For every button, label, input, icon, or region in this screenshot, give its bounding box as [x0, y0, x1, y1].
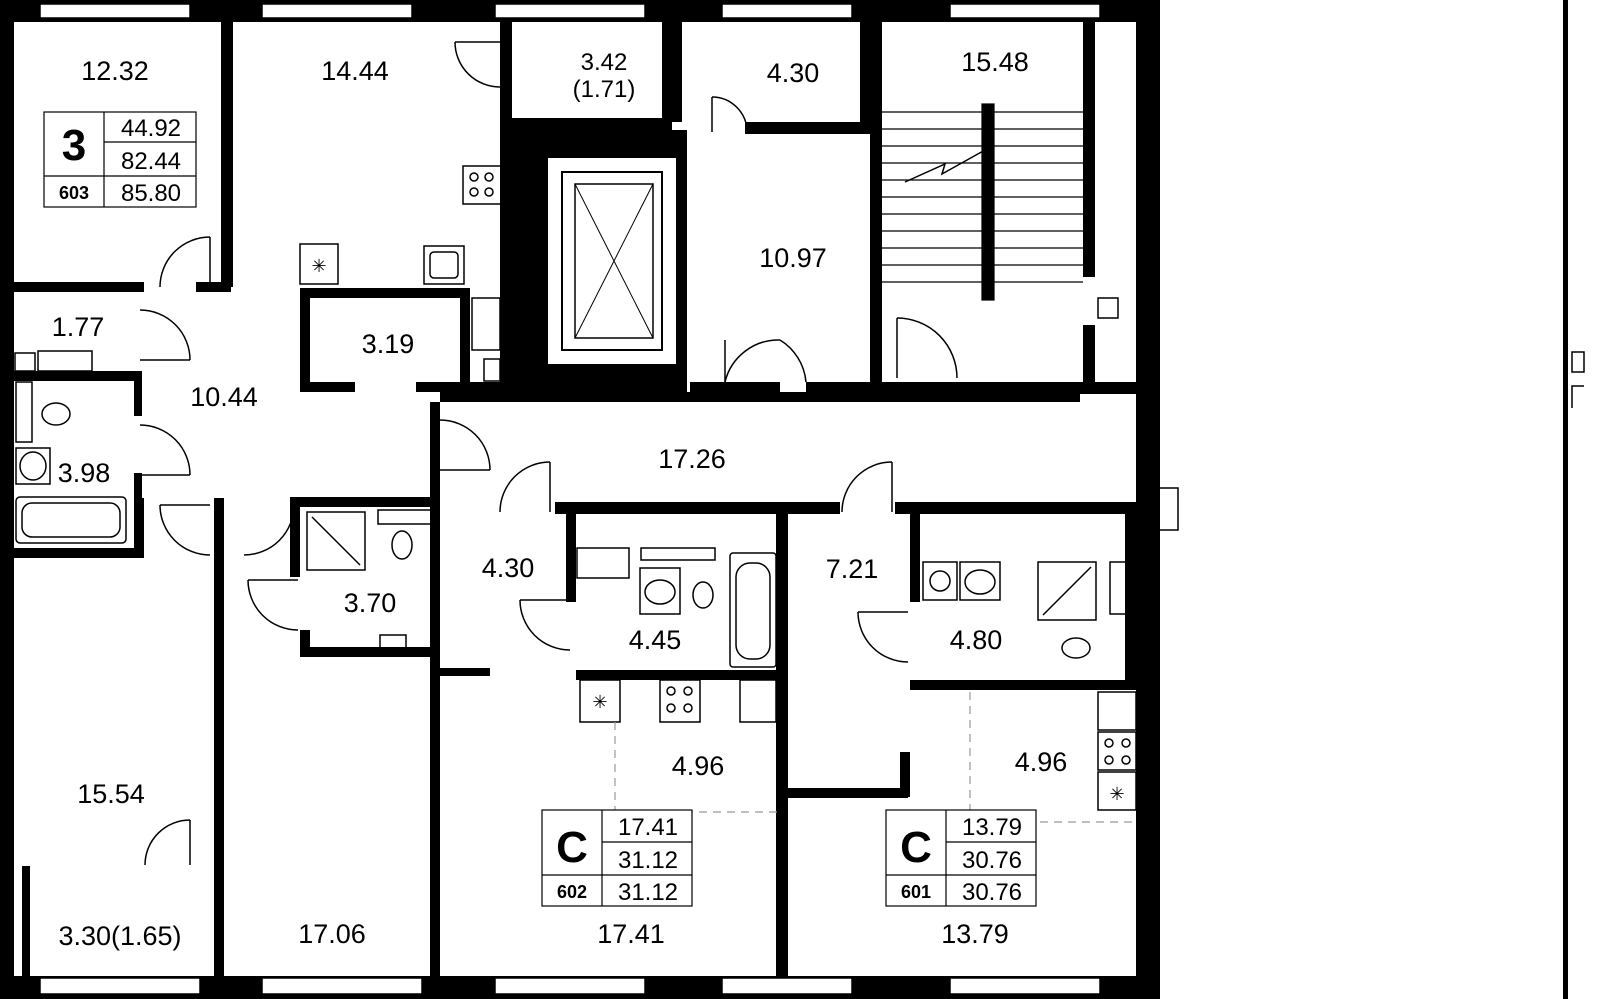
svg-text:✳: ✳ — [1109, 784, 1124, 804]
room-area-label: 3.30(1.65) — [58, 921, 181, 951]
room-area-label: 3.70 — [344, 588, 397, 618]
room-labels: 12.32 14.44 3.42 (1.71) 4.30 15.48 1.77 … — [52, 47, 1068, 951]
living-area: 44.92 — [121, 115, 181, 142]
room-area-label: 4.45 — [629, 625, 682, 655]
room-area-label: 3.42 — [581, 49, 628, 76]
room-area-label: 17.06 — [298, 919, 366, 949]
room-area-label: 3.98 — [58, 458, 111, 488]
total-area: 82.44 — [121, 148, 181, 175]
fixtures: ✳ ✳ — [14, 165, 1585, 811]
room-area-label: 7.21 — [826, 554, 879, 584]
elevator — [548, 158, 676, 364]
total-area-with-balcony: 31.12 — [618, 879, 678, 906]
apartment-number: 603 — [59, 183, 89, 203]
room-area-label: 4.96 — [1015, 747, 1068, 777]
apartment-table-602: С 602 17.41 31.12 31.12 — [541, 809, 693, 907]
doors — [139, 41, 958, 866]
total-area: 30.76 — [962, 847, 1022, 874]
apartment-number: 601 — [901, 882, 931, 902]
room-area-label: 12.32 — [81, 56, 149, 86]
svg-text:✳: ✳ — [592, 692, 607, 712]
apartment-type: 3 — [62, 121, 86, 170]
room-area-label: 15.54 — [77, 779, 145, 809]
room-area-label: 10.44 — [190, 382, 258, 412]
room-area-label: 1.77 — [52, 312, 105, 342]
apartment-table-603: 3 603 44.92 82.44 85.80 — [43, 111, 197, 208]
room-area-label: 4.80 — [950, 625, 1003, 655]
apartment-type: С — [556, 823, 588, 872]
room-area-label: 15.48 — [961, 47, 1029, 77]
room-area-label: 13.79 — [941, 919, 1009, 949]
room-area-label: 17.26 — [658, 444, 726, 474]
windows — [39, 3, 1101, 995]
total-area: 31.12 — [618, 847, 678, 874]
room-area-label: 17.41 — [597, 919, 665, 949]
room-area-label: 14.44 — [321, 56, 389, 86]
room-area-label: 10.97 — [759, 243, 827, 273]
apartment-table-601: С 601 13.79 30.76 30.76 — [885, 809, 1037, 907]
living-area: 13.79 — [962, 814, 1022, 841]
dashed-lines — [614, 692, 1136, 823]
room-area-label: 3.19 — [362, 329, 415, 359]
apartment-number: 602 — [557, 882, 587, 902]
apartment-type: С — [900, 823, 932, 872]
staircase — [882, 103, 1083, 301]
room-area-label: (1.71) — [573, 76, 636, 103]
room-area-label: 4.96 — [672, 751, 725, 781]
room-area-label: 4.30 — [767, 58, 820, 88]
svg-text:✳: ✳ — [311, 256, 326, 276]
total-area-with-balcony: 30.76 — [962, 879, 1022, 906]
total-area-with-balcony: 85.80 — [121, 180, 181, 207]
living-area: 17.41 — [618, 814, 678, 841]
room-area-label: 4.30 — [482, 553, 535, 583]
